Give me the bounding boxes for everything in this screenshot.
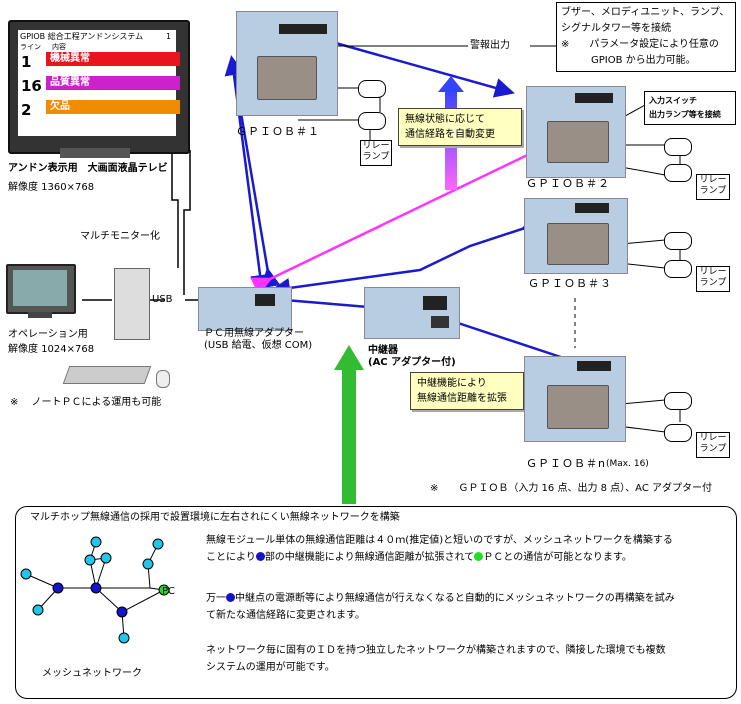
route-change-box: 無線状態に応じて 通信経路を自動変更	[398, 108, 522, 146]
route-box-line: 無線状態に応じて	[405, 114, 485, 125]
tv-row-num: 2	[21, 101, 32, 119]
mesh-p2-line2: て新たな通信経路に変更されます。	[206, 610, 365, 621]
mesh-p2-post: 中継点の電源断等により無線通信が行えなくなると自動的にメッシュネットワークの再構…	[235, 593, 675, 604]
relay-lamp-label: リレー	[362, 141, 390, 151]
mesh-p2-line: 万一中継点の電源断等により無線通信が行えなくなると自動的にメッシュネットワークの…	[206, 590, 726, 607]
relay-function-box: 中継機能により 無線通信距離を拡張	[410, 372, 524, 410]
mesh-p1-line2: ことにより部の中継機能により無線通信距離が拡張されて ＰＣとの通信が可能となります…	[206, 549, 726, 566]
input-note-box: 入力スイッチ 出力ランプ等を接続	[644, 91, 736, 125]
mesh-paragraph-1: 無線モジュール単体の無線通信距離は４０ｍ(推定値)と短いのですが、メッシュネット…	[206, 532, 726, 566]
gpiob-3-photo	[524, 198, 628, 274]
relay-lamp-label: ランプ	[699, 278, 727, 288]
gpiob-2-photo	[526, 86, 626, 178]
top-note-line: シグナルタワー等を接続	[561, 23, 671, 34]
relay-box-line: 無線通信距離を拡張	[417, 393, 507, 404]
mesh-panel-title: マルチホップ無線通信の採用で設置環境に左右されにくい無線ネットワークを構築	[30, 512, 400, 523]
relay-lamp-label: リレー	[699, 433, 727, 443]
mesh-network-diagram	[20, 536, 170, 644]
keyboard	[62, 366, 152, 384]
relay-station-caption: 中継器	[368, 345, 398, 356]
relay-lamp-label: ランプ	[699, 186, 727, 196]
mesh-paragraph-2: 万一中継点の電源断等により無線通信が行えなくなると自動的にメッシュネットワークの…	[206, 590, 726, 624]
gpiob-3-label: ＧＰＩＯＢ＃３	[528, 277, 612, 290]
gpiob-n-label: ＧＰＩＯＢ＃n	[526, 457, 606, 470]
tv-caption: アンドン表示用 大画面液晶テレビ	[8, 163, 168, 174]
relay-lamp-box: リレーランプ	[696, 266, 730, 292]
tv-header-small: 1	[166, 32, 172, 41]
relay-lamp-box: リレーランプ	[360, 140, 392, 166]
mesh-p1-pre: ことにより	[206, 552, 256, 563]
tv-stand	[60, 148, 130, 158]
operation-caption: オペレーション用	[8, 329, 88, 340]
top-note-line: ブザー、メロディユニット、ランプ、	[561, 7, 730, 18]
relay-icon	[358, 112, 386, 130]
monitor-stand	[28, 312, 52, 318]
relay-station-photo	[364, 287, 460, 339]
mesh-p1-mid: 部の中継機能により無線通信距離が拡張されて	[264, 552, 475, 563]
multi-monitor-label: マルチモニター化	[80, 231, 160, 242]
desktop-pc	[114, 268, 150, 340]
mesh-p2-pre: 万一	[206, 593, 226, 604]
tv-col-line: ライン	[20, 43, 41, 51]
usb-label: USB	[152, 294, 173, 305]
gpiob-1-photo	[236, 11, 338, 116]
gpiob-max: (Max. 16)	[606, 459, 649, 469]
input-note-line: 入力スイッチ	[649, 96, 697, 105]
blue-node-icon	[255, 552, 265, 561]
green-node-icon	[474, 552, 484, 561]
route-box-line: 通信経路を自動変更	[405, 129, 495, 140]
adapter-caption: ＰＣ用無線アダプター	[204, 328, 304, 339]
mesh-p3-line: ネットワーク毎に固有のＩＤを持つ独立したネットワークが構築されますので、隣接した…	[206, 645, 666, 656]
mesh-paragraph-3: ネットワーク毎に固有のＩＤを持つ独立したネットワークが構築されますので、隣接した…	[206, 642, 726, 676]
mesh-info-panel	[15, 506, 737, 699]
top-note-line: ※ パラメータ設定により任意の	[561, 39, 719, 50]
relay-icon	[664, 392, 692, 410]
top-note-box: ブザー、メロディユニット、ランプ、 シグナルタワー等を接続 ※ パラメータ設定に…	[556, 2, 736, 72]
blue-node-icon	[226, 593, 235, 602]
relay-icon	[664, 424, 692, 442]
tv-row: 品質異常	[46, 76, 180, 90]
relay-icon	[358, 80, 386, 98]
relay-box-line: 中継機能により	[417, 378, 487, 389]
relay-lamp-label: ランプ	[362, 152, 390, 162]
relay-icon	[664, 164, 692, 182]
tv-row-num: 16	[21, 77, 42, 95]
tv-header-title: GPIOB 総合工程アンドンシステム	[20, 32, 144, 41]
input-note-line: 出力ランプ等を接続	[649, 110, 721, 119]
relay-icon	[664, 260, 692, 278]
tv-resolution: 解像度 1360×768	[8, 182, 95, 193]
mesh-pc-label: PC	[162, 586, 176, 597]
tv-row-num: 1	[21, 53, 32, 71]
tv-col-content: 内容	[52, 43, 66, 51]
relay-icon	[664, 232, 692, 250]
top-note-line: GPIOB から出力可能。	[591, 55, 696, 66]
alarm-output-label: 警報出力	[470, 40, 510, 51]
relay-station-caption-sub: (AC アダプター付)	[368, 357, 456, 368]
tv-screen: GPIOB 総合工程アンドンシステム 1 ライン 内容 1 機械異常 16 品質…	[18, 30, 180, 136]
relay-lamp-label: リレー	[699, 267, 727, 277]
gpiob-n-photo	[524, 356, 626, 442]
tv-row: 欠品	[46, 100, 180, 114]
operation-resolution: 解像度 1024×768	[8, 344, 95, 355]
andon-tv: GPIOB 総合工程アンドンシステム 1 ライン 内容 1 機械異常 16 品質…	[8, 20, 190, 154]
notebook-note: ※ ノートＰＣによる運用も可能	[10, 397, 162, 408]
relay-lamp-box: リレーランプ	[696, 174, 730, 200]
mesh-p3-line2: システムの運用が可能です。	[206, 662, 335, 673]
mesh-network-label: メッシュネットワーク	[42, 668, 142, 679]
mesh-p1-line: 無線モジュール単体の無線通信距離は４０ｍ(推定値)と短いのですが、メッシュネット…	[206, 535, 673, 546]
relay-lamp-label: ランプ	[699, 444, 727, 454]
tv-row: 機械異常	[46, 52, 180, 66]
gpiob-1-label: ＧＰＩＯＢ＃１	[236, 125, 320, 138]
operation-monitor	[6, 264, 76, 314]
relay-icon	[664, 138, 692, 156]
mouse	[156, 370, 170, 388]
mesh-p1-post: ＰＣとの通信が可能となります。	[483, 552, 632, 563]
gpiob-spec: ※ ＧＰＩＯＢ（入力 16 点、出力 8 点）、AC アダプター付	[430, 483, 713, 494]
pc-adapter-photo	[198, 287, 292, 331]
gpiob-2-label: ＧＰＩＯＢ＃２	[526, 177, 610, 190]
adapter-caption-sub: (USB 給電、仮想 COM)	[204, 340, 313, 351]
relay-lamp-box: リレーランプ	[696, 432, 730, 458]
relay-lamp-label: リレー	[699, 175, 727, 185]
